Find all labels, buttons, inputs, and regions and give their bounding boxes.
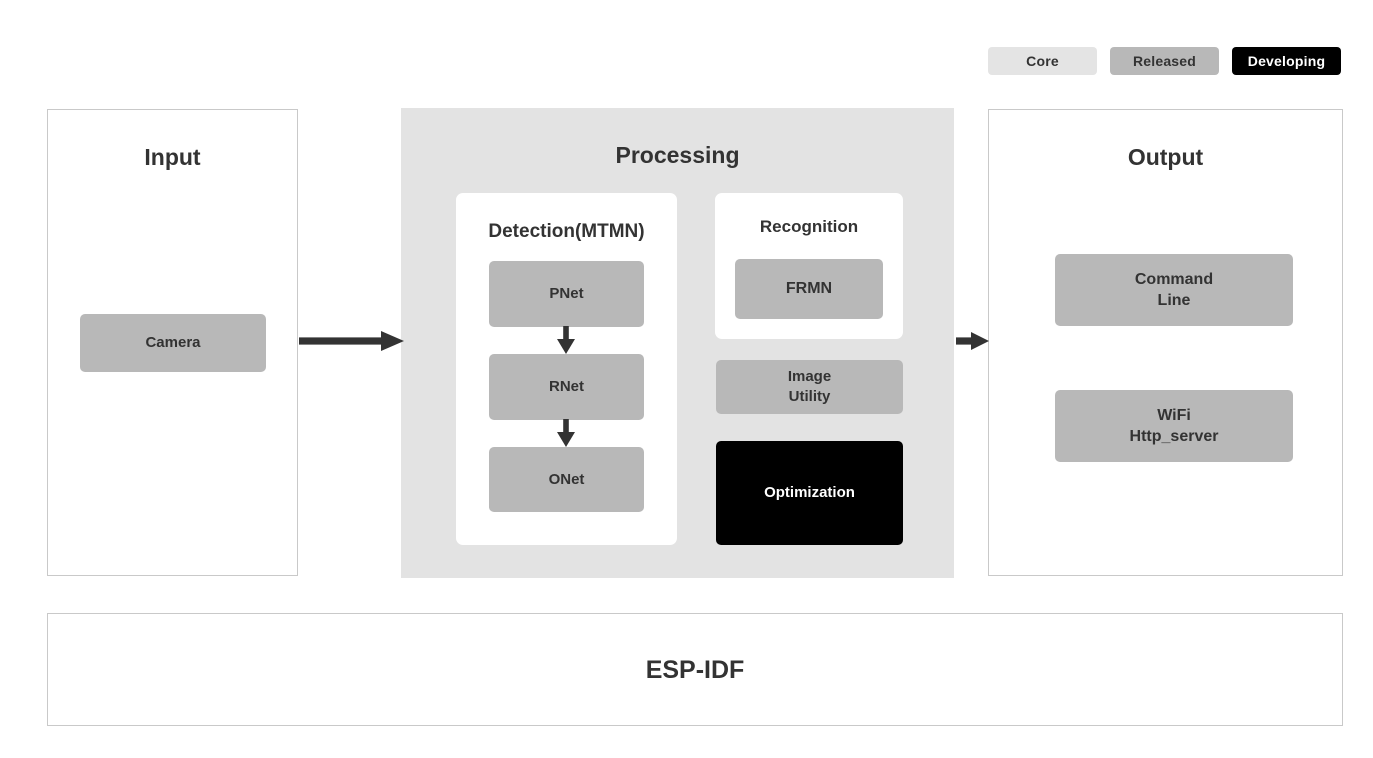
output-panel: Output Command Line WiFi Http_server bbox=[988, 109, 1343, 576]
block-camera: Camera bbox=[80, 314, 266, 372]
legend-label-released: Released bbox=[1132, 53, 1197, 69]
block-onet-label: ONet bbox=[548, 470, 585, 488]
recognition-card-title: Recognition bbox=[759, 217, 859, 236]
block-wifi-http-server: WiFi Http_server bbox=[1055, 390, 1293, 462]
legend-chip-core: Core bbox=[988, 47, 1097, 75]
block-optimization: Optimization bbox=[716, 441, 903, 545]
block-wifi-http-server-label-line2: Http_server bbox=[1129, 428, 1219, 445]
block-optimization-label: Optimization bbox=[764, 484, 855, 502]
processing-panel: Processing Detection(MTMN) PNet RNet bbox=[401, 108, 954, 578]
arrow-pnet-to-rnet bbox=[551, 326, 581, 361]
detection-card-title: Detection(MTMN) bbox=[488, 221, 645, 242]
block-image-utility-label-line2: Utility bbox=[788, 388, 831, 405]
input-panel-title: Input bbox=[144, 144, 201, 170]
foundation-label: ESP-IDF bbox=[645, 656, 745, 684]
block-wifi-http-server-label-line1: WiFi bbox=[1157, 406, 1191, 424]
legend: Core Released Developing bbox=[988, 47, 1341, 75]
detection-card: Detection(MTMN) PNet RNet ON bbox=[456, 193, 677, 545]
block-command-line: Command Line bbox=[1055, 254, 1293, 326]
block-command-line-label-line1: Command bbox=[1134, 270, 1214, 288]
block-pnet: PNet bbox=[489, 261, 644, 327]
legend-chip-released: Released bbox=[1110, 47, 1219, 75]
block-rnet-label: RNet bbox=[548, 378, 584, 396]
arrow-rnet-to-onet bbox=[551, 419, 581, 454]
arrow-input-to-processing bbox=[299, 326, 405, 361]
legend-label-developing: Developing bbox=[1247, 53, 1326, 69]
block-frmn-label: FRMN bbox=[785, 280, 833, 298]
foundation-panel: ESP-IDF bbox=[47, 613, 1343, 726]
block-image-utility-label-line1: Image bbox=[787, 368, 832, 386]
processing-panel-title: Processing bbox=[615, 142, 740, 168]
recognition-card: Recognition FRMN bbox=[715, 193, 903, 339]
legend-chip-developing: Developing bbox=[1232, 47, 1341, 75]
arrow-processing-to-output bbox=[956, 330, 990, 357]
legend-label-core: Core bbox=[1026, 53, 1059, 69]
block-rnet: RNet bbox=[489, 354, 644, 420]
block-command-line-label-line2: Line bbox=[1157, 292, 1191, 309]
output-panel-title: Output bbox=[1127, 144, 1204, 170]
block-frmn: FRMN bbox=[735, 259, 883, 319]
input-panel: Input Camera bbox=[47, 109, 298, 576]
block-pnet-label: PNet bbox=[549, 285, 584, 303]
block-onet: ONet bbox=[489, 447, 644, 512]
block-camera-label: Camera bbox=[145, 334, 201, 352]
block-image-utility: Image Utility bbox=[716, 360, 903, 414]
